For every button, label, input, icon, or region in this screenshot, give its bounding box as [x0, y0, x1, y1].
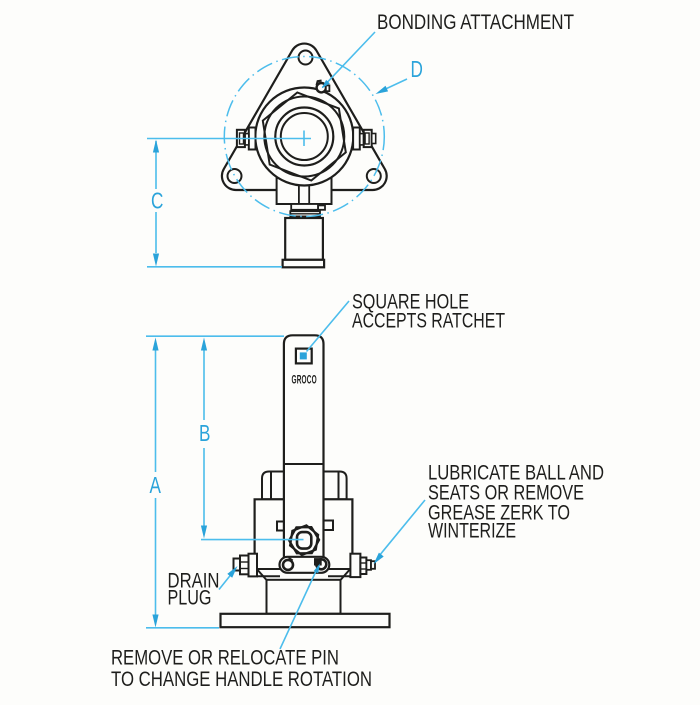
svg-text:ACCEPTS RATCHET: ACCEPTS RATCHET [352, 310, 505, 333]
svg-text:GREASE ZERK TO: GREASE ZERK TO [428, 502, 570, 525]
svg-text:TO CHANGE HANDLE ROTATION: TO CHANGE HANDLE ROTATION [111, 668, 372, 691]
svg-text:BONDING ATTACHMENT: BONDING ATTACHMENT [377, 11, 574, 34]
svg-text:LUBRICATE BALL AND: LUBRICATE BALL AND [428, 462, 604, 485]
svg-text:PLUG: PLUG [168, 587, 212, 610]
svg-text:D: D [411, 56, 423, 82]
svg-text:GROCO: GROCO [292, 374, 317, 388]
svg-text:A: A [150, 472, 162, 498]
svg-text:B: B [199, 420, 210, 446]
svg-text:C: C [151, 188, 164, 214]
svg-text:SQUARE HOLE: SQUARE HOLE [352, 291, 469, 314]
svg-text:SEATS OR REMOVE: SEATS OR REMOVE [428, 482, 584, 505]
svg-text:WINTERIZE: WINTERIZE [428, 520, 516, 543]
svg-text:REMOVE OR RELOCATE PIN: REMOVE OR RELOCATE PIN [111, 647, 339, 670]
svg-text:DRAIN: DRAIN [168, 570, 220, 593]
